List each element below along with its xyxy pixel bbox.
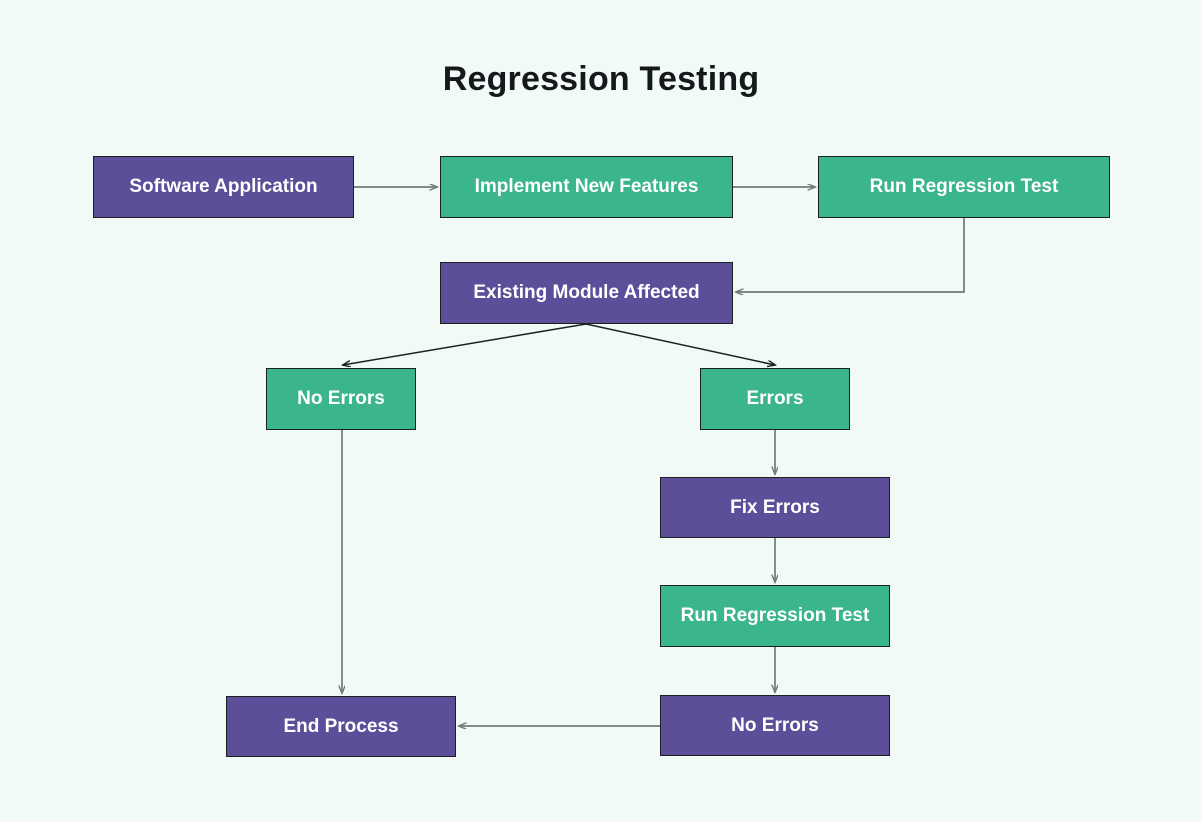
edge-run-to-existing [736, 218, 965, 292]
node-label: End Process [283, 715, 399, 737]
node-label: Implement New Features [474, 176, 699, 198]
page-title: Regression Testing [442, 60, 760, 98]
node-label: No Errors [297, 388, 385, 410]
node-label: Existing Module Affected [473, 282, 700, 304]
node-no-errors-left[interactable]: No Errors [266, 368, 416, 430]
node-run-regression-test-top[interactable]: Run Regression Test [818, 156, 1110, 218]
node-label: Run Regression Test [680, 605, 870, 627]
node-label: No Errors [731, 714, 819, 736]
node-label: Software Application [129, 176, 318, 198]
edge-existing-to-errors [585, 323, 775, 365]
node-implement-new-features[interactable]: Implement New Features [440, 156, 733, 218]
node-fix-errors[interactable]: Fix Errors [660, 477, 890, 538]
edge-existing-to-no-errors [343, 323, 587, 365]
node-label: Run Regression Test [869, 176, 1059, 198]
node-label: Errors [746, 388, 804, 410]
node-run-regression-test-bottom[interactable]: Run Regression Test [660, 585, 890, 647]
node-label: Fix Errors [730, 496, 820, 518]
node-end-process[interactable]: End Process [226, 696, 456, 757]
node-no-errors-bottom[interactable]: No Errors [660, 695, 890, 756]
node-software-application[interactable]: Software Application [93, 156, 354, 218]
node-errors[interactable]: Errors [700, 368, 850, 430]
node-existing-module-affected[interactable]: Existing Module Affected [440, 262, 733, 324]
